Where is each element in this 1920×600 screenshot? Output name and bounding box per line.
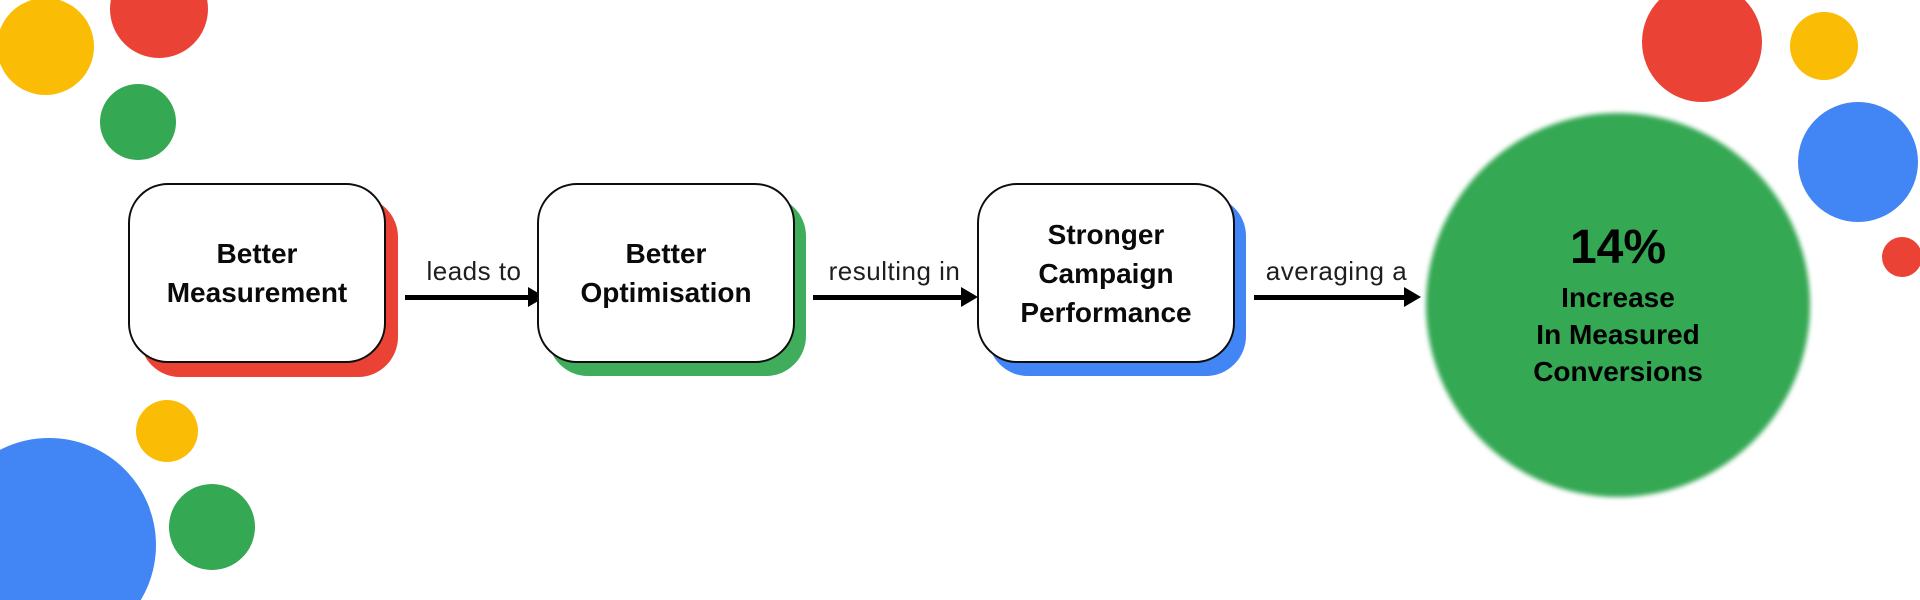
step-box-better-optimisation: Better Optimisation xyxy=(537,183,795,363)
decor-circle-red xyxy=(110,0,208,58)
step-title-line: Optimisation xyxy=(580,277,752,308)
result-text-line: In Measured xyxy=(1536,318,1700,350)
right-arrow xyxy=(813,287,978,307)
step-title-line: Campaign xyxy=(1038,257,1174,289)
decor-circle-green xyxy=(169,484,255,570)
decor-circle-blue xyxy=(1798,102,1918,222)
right-arrow xyxy=(405,287,545,307)
result-text-line: Conversions xyxy=(1533,355,1703,387)
connector-leads-to: leads to xyxy=(405,256,545,307)
step-title-line: Better xyxy=(625,238,707,269)
result-circle-content: 14% Increase In Measured Conversions xyxy=(1426,113,1810,497)
decor-circle-red-small xyxy=(1882,237,1920,277)
step-box-stronger-campaign-performance: Stronger Campaign Performance xyxy=(977,183,1235,363)
decor-circle-yellow xyxy=(0,0,94,95)
arrow-shaft xyxy=(1254,295,1409,300)
arrow-head-icon xyxy=(961,287,978,307)
connector-label: resulting in xyxy=(828,256,961,286)
connector-averaging-a: averaging a xyxy=(1254,256,1421,307)
result-text-line: Increase xyxy=(1561,281,1675,313)
step-box-better-measurement: Better Measurement xyxy=(128,183,386,363)
arrow-shaft xyxy=(405,295,533,300)
connector-resulting-in: resulting in xyxy=(813,256,978,307)
decor-circle-yellow xyxy=(1790,12,1858,80)
step-title-line: Measurement xyxy=(166,277,348,308)
decor-circle-yellow xyxy=(136,400,198,462)
arrow-shaft xyxy=(813,295,966,300)
connector-label: leads to xyxy=(426,256,522,286)
step-title-line: Better xyxy=(216,238,298,269)
step-title-line: Performance xyxy=(1020,296,1192,328)
right-arrow xyxy=(1254,287,1421,307)
connector-label: averaging a xyxy=(1265,256,1408,286)
decor-circle-blue xyxy=(0,438,156,600)
result-value: 14% xyxy=(1569,220,1667,274)
decor-circle-red xyxy=(1642,0,1762,102)
arrow-head-icon xyxy=(1404,287,1421,307)
decor-circle-green xyxy=(100,84,176,160)
result-circle xyxy=(1426,113,1810,497)
step-title-line: Stronger xyxy=(1047,218,1165,250)
